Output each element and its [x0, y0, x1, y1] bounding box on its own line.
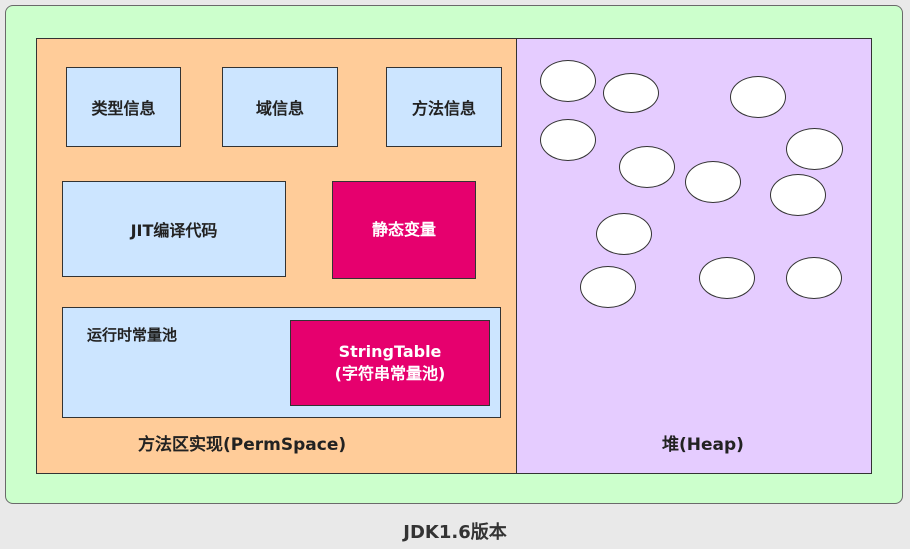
string-table-box: StringTable (字符串常量池) — [290, 320, 490, 406]
type-info-label: 类型信息 — [91, 99, 156, 118]
heap-object — [580, 266, 636, 308]
version-caption: JDK1.6版本 — [403, 522, 507, 543]
type-info-box: 类型信息 — [66, 67, 181, 147]
heap-object — [540, 119, 596, 161]
heap-object — [685, 161, 741, 203]
static-vars-label: 静态变量 — [371, 220, 436, 239]
static-vars-box: 静态变量 — [332, 181, 476, 279]
method-info-box: 方法信息 — [386, 67, 502, 147]
method-info-label: 方法信息 — [411, 99, 476, 118]
heap-region — [516, 38, 872, 474]
heap-object — [770, 174, 826, 216]
heap-object — [603, 73, 659, 113]
heap-object — [730, 76, 786, 118]
field-info-box: 域信息 — [222, 67, 338, 147]
runtime-pool-label: 运行时常量池 — [87, 326, 178, 344]
method-area-caption: 方法区实现(PermSpace) — [138, 435, 347, 455]
heap-object — [619, 146, 675, 188]
string-table-label: StringTable — [338, 342, 442, 361]
heap-object — [596, 213, 652, 255]
string-table-sublabel: (字符串常量池) — [334, 364, 446, 383]
field-info-label: 域信息 — [255, 99, 304, 118]
jit-code-box: JIT编译代码 — [62, 181, 286, 277]
heap-object — [699, 257, 755, 299]
heap-caption: 堆(Heap) — [662, 435, 744, 455]
heap-object — [786, 257, 842, 299]
jit-code-label: JIT编译代码 — [130, 221, 218, 240]
heap-object — [786, 128, 843, 170]
heap-object — [540, 60, 596, 102]
